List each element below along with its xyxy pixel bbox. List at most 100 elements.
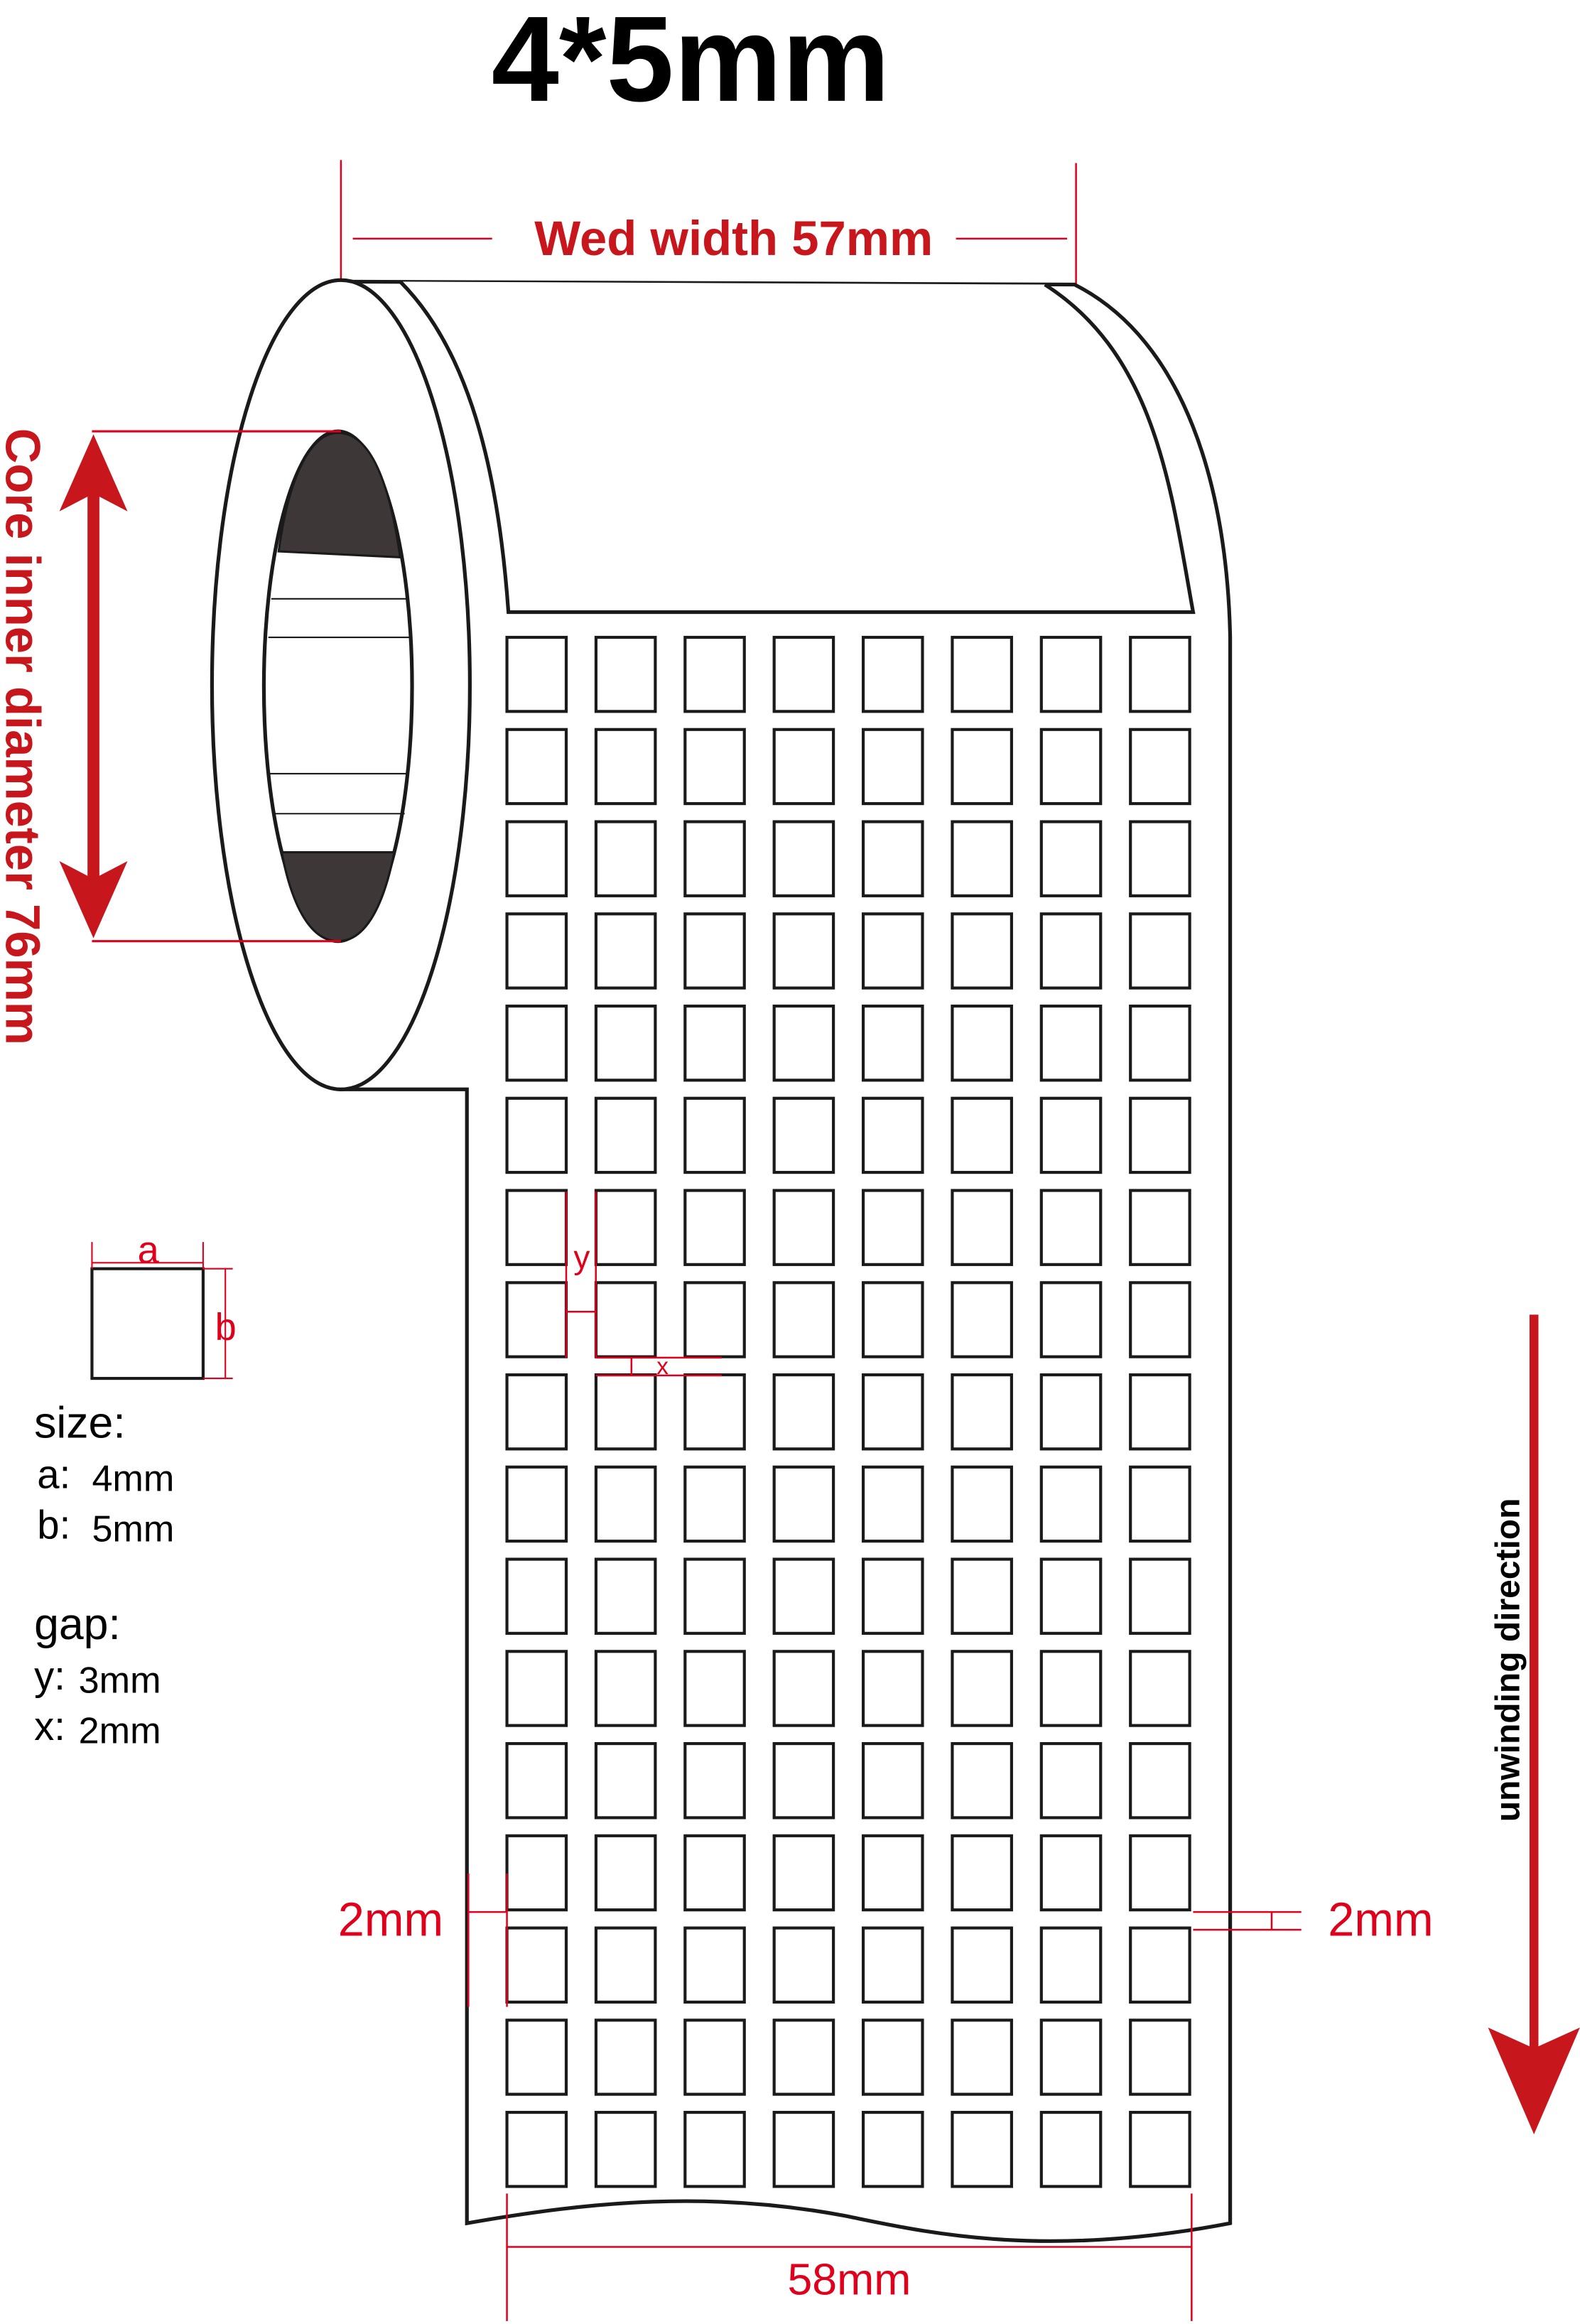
label-square [505, 1373, 568, 1451]
label-square [772, 1281, 835, 1358]
label-square [772, 1834, 835, 1912]
label-square [505, 635, 568, 713]
gap-x-key: x: [34, 1704, 65, 1749]
label-square [772, 1926, 835, 2004]
label-square [1039, 1741, 1103, 1820]
label-square [861, 2018, 924, 2096]
label-square [683, 1189, 746, 1266]
label-square [1129, 1096, 1191, 1174]
gap-y-value: 3mm [79, 1660, 161, 1701]
web-width-label: Wed width 57mm [534, 211, 933, 266]
label-square [1039, 2018, 1103, 2096]
label-square [1129, 728, 1191, 806]
label-square [772, 1004, 835, 1082]
label-square [861, 1834, 924, 1912]
label-square [1039, 1096, 1103, 1174]
label-square [683, 1650, 746, 1727]
label-square [772, 728, 835, 806]
label-square [1129, 2111, 1191, 2188]
label-square [505, 1834, 568, 1912]
label-square [861, 912, 924, 990]
bottom-width-label: 58mm [788, 2254, 911, 2304]
label-square [1039, 728, 1103, 806]
core-inner-top [277, 431, 402, 559]
label-square [861, 820, 924, 897]
label-square [1129, 1004, 1191, 1082]
gap-y-mark: y [573, 1239, 590, 1276]
label-square [594, 728, 657, 806]
label-square [861, 635, 924, 713]
label-square [1129, 1650, 1191, 1727]
label-square [594, 1373, 657, 1451]
label-square [683, 2111, 746, 2188]
gap-marks [565, 1191, 723, 1377]
label-square [1039, 635, 1103, 713]
label-square [594, 1465, 657, 1543]
label-square [683, 1373, 746, 1451]
label-square [1129, 820, 1191, 897]
gap-x-value: 2mm [79, 1710, 161, 1751]
label-square [683, 1557, 746, 1635]
label-square [1039, 1465, 1103, 1543]
left-margin-label: 2mm [338, 1893, 443, 1946]
label-square [951, 1557, 1013, 1635]
label-square [951, 1096, 1013, 1174]
size-heading: size: [34, 1398, 126, 1448]
label-square [594, 1004, 657, 1082]
label-square [594, 1189, 657, 1266]
label-square [951, 1004, 1013, 1082]
size-legend: a b size: a: 4mm b: 5mm gap: y: 3mm x: 2… [34, 1228, 237, 1751]
label-square [683, 1281, 746, 1358]
label-square [683, 912, 746, 990]
arrow-up-icon [59, 434, 128, 512]
label-square [772, 1650, 835, 1727]
label-square [683, 1741, 746, 1820]
label-square [951, 1926, 1013, 2004]
label-square [951, 1741, 1013, 1820]
gap-x-mark: x [656, 1353, 669, 1380]
label-square [1039, 1650, 1103, 1727]
label-square [951, 635, 1013, 713]
gap-heading: gap: [34, 1599, 121, 1649]
label-square [861, 1557, 924, 1635]
label-square [772, 635, 835, 713]
label-square [1129, 1557, 1191, 1635]
label-square [772, 1373, 835, 1451]
label-square [861, 1096, 924, 1174]
label-square [683, 1465, 746, 1543]
label-square [1129, 1465, 1191, 1543]
label-square [505, 1096, 568, 1174]
label-square [594, 1834, 657, 1912]
arrow-down-icon [59, 861, 128, 939]
core-diameter-dimension [59, 430, 341, 943]
label-square [594, 1281, 657, 1358]
label-square [594, 2111, 657, 2188]
label-square [861, 1926, 924, 2004]
label-square [1039, 1834, 1103, 1912]
label-square [505, 820, 568, 897]
label-grid [505, 635, 1191, 2188]
label-square [683, 2018, 746, 2096]
label-square [1129, 1926, 1191, 2004]
label-square [1129, 1834, 1191, 1912]
label-square [861, 1465, 924, 1543]
label-square [951, 2018, 1013, 2096]
label-square [951, 1373, 1013, 1451]
label-square [505, 1004, 568, 1082]
label-square [1039, 1373, 1103, 1451]
label-square [594, 1557, 657, 1635]
label-square [1039, 2111, 1103, 2188]
label-square [594, 1741, 657, 1820]
label-square [861, 1741, 924, 1820]
label-square [594, 1650, 657, 1727]
label-square [505, 1557, 568, 1635]
legend-b-mark: b [215, 1306, 237, 1349]
label-square [505, 1189, 568, 1266]
label-square [1039, 912, 1103, 990]
label-square [772, 820, 835, 897]
label-square [683, 820, 746, 897]
label-square [951, 1834, 1013, 1912]
label-square [1039, 1004, 1103, 1082]
label-square [594, 2018, 657, 2096]
